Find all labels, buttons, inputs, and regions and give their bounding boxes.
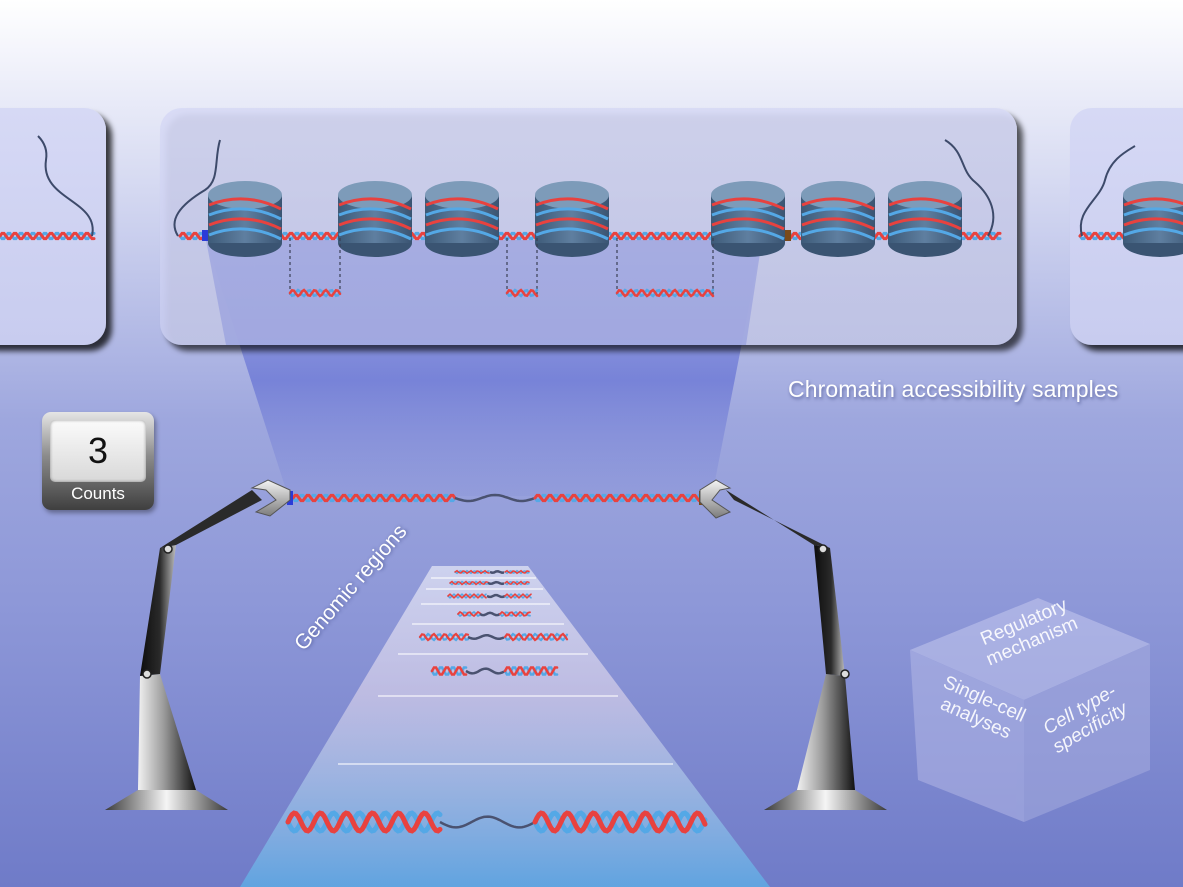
nucleosomes [208, 181, 1183, 257]
robotic-arm-right [699, 479, 887, 810]
sample-panel-left [0, 108, 106, 345]
genomic-regions-floor [240, 566, 770, 887]
region-fragments [285, 569, 708, 834]
chromatin-accessibility-samples-label: Chromatin accessibility samples [788, 376, 1119, 402]
accessible-region-brackets [289, 238, 714, 298]
accessible-fragments [288, 288, 715, 298]
beam-in-panel [206, 240, 762, 345]
cut-site-marker-brown [785, 230, 791, 241]
count-label: Counts [71, 484, 125, 503]
count-display: 3 Counts [42, 412, 154, 510]
analysis-cube [910, 598, 1150, 822]
histone-tails [37, 135, 1136, 237]
cut-site-marker-blue [202, 230, 208, 241]
count-value: 3 [50, 420, 146, 482]
extracted-fragment [291, 493, 701, 503]
robotic-arm-left [105, 479, 291, 810]
floor-lines [338, 577, 673, 765]
